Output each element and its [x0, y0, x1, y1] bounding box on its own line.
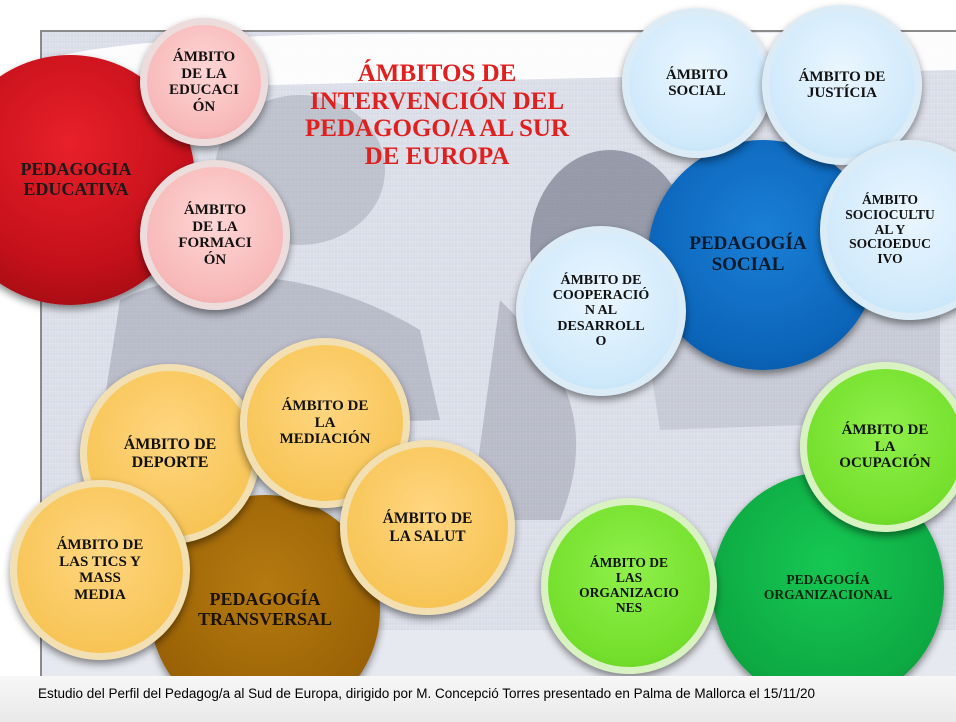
ambito-educacion-label: ÁMBITO DE LA EDUCACI ÓN: [168, 49, 239, 115]
pedagogia-transversal-label: PEDAGOGÍA TRANSVERSAL: [197, 589, 333, 629]
pedagogia-organizacional-label: PEDAGOGÍA ORGANIZACIONAL: [763, 572, 893, 602]
ambito-tics-label: ÁMBITO DE LAS TICS Y MASS MEDIA: [56, 537, 144, 603]
ambito-formacion-label: ÁMBITO DE LA FORMACI ÓN: [178, 202, 252, 268]
ambito-salut-label: ÁMBITO DE LA SALUT: [382, 510, 473, 545]
footer-bar: [0, 676, 956, 722]
ambito-cooperacion-label: ÁMBITO DE COOPERACIÓ N AL DESARROLL O: [552, 272, 650, 350]
ambito-justicia-label: ÁMBITO DE JUSTÍCIA: [798, 68, 886, 102]
ambito-organizaciones-circle: ÁMBITO DE LAS ORGANIZACIO NES: [541, 498, 717, 674]
ambito-deporte-label: ÁMBITO DE DEPORTE: [123, 436, 217, 471]
ambito-sociocultural-label: ÁMBITO SOCIOCULTU AL Y SOCIOEDUC IVO: [845, 191, 935, 267]
ambito-educacion-circle: ÁMBITO DE LA EDUCACI ÓN: [140, 18, 268, 146]
frame-top-line: [40, 30, 956, 32]
ambito-tics-circle: ÁMBITO DE LAS TICS Y MASS MEDIA: [10, 480, 190, 660]
pedagogia-social-label: PEDAGOGÍA SOCIAL: [689, 233, 807, 275]
ambito-mediacion-label: ÁMBITO DE LA MEDIACIÓN: [279, 398, 371, 448]
ambito-formacion-circle: ÁMBITO DE LA FORMACI ÓN: [140, 160, 290, 310]
ambito-social-circle: ÁMBITO SOCIAL: [622, 8, 772, 158]
footer-caption: Estudio del Perfil del Pedagog/a al Sud …: [38, 686, 815, 701]
ambito-organizaciones-label: ÁMBITO DE LAS ORGANIZACIO NES: [579, 555, 679, 615]
frame-left-line: [40, 30, 42, 676]
slide-title: ÁMBITOS DE INTERVENCIÓN DEL PEDAGOGO/A A…: [305, 60, 569, 170]
ambito-justicia-circle: ÁMBITO DE JUSTÍCIA: [762, 5, 922, 165]
pedagogia-educativa-label: PEDAGOGIA EDUCATIVA: [20, 159, 132, 199]
ambito-sociocultural-circle: ÁMBITO SOCIOCULTU AL Y SOCIOEDUC IVO: [820, 140, 956, 320]
ambito-social-label: ÁMBITO SOCIAL: [665, 66, 729, 100]
ambito-cooperacion-circle: ÁMBITO DE COOPERACIÓ N AL DESARROLL O: [516, 226, 686, 396]
ambito-ocupacion-label: ÁMBITO DE LA OCUPACIÓN: [839, 422, 931, 472]
ambito-ocupacion-circle: ÁMBITO DE LA OCUPACIÓN: [800, 362, 956, 532]
ambito-salut-circle: ÁMBITO DE LA SALUT: [340, 440, 515, 615]
